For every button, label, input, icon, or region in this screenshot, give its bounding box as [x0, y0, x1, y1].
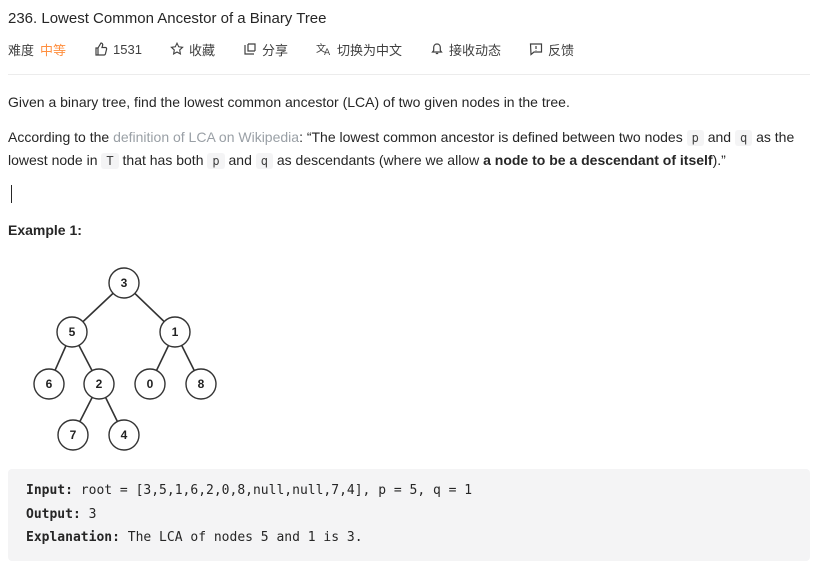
- tree-node: [83, 368, 115, 400]
- tree-node-label: 1: [172, 325, 179, 339]
- bold-phrase: a node to be a descendant of itself: [483, 152, 713, 168]
- output-label: Output:: [26, 507, 81, 522]
- header-divider: [8, 74, 810, 75]
- tree-node-label: 2: [96, 377, 103, 391]
- explanation-line: Explanation: The LCA of nodes 5 and 1 is…: [26, 530, 363, 545]
- share-icon: [244, 43, 256, 55]
- example-code-block: Input: root = [3,5,1,6,2,0,8,null,null,7…: [8, 469, 810, 561]
- text-segment: as the lowest node in: [8, 129, 795, 168]
- like-count: 1531: [113, 41, 142, 57]
- output-value: 3: [80, 507, 97, 522]
- feedback-label: 反馈: [548, 42, 575, 58]
- explanation-label: Explanation:: [26, 530, 120, 545]
- tree-node-label: 4: [121, 428, 128, 442]
- binary-tree-diagram: 3 5 1 6 2 0 8 7 4: [33, 267, 217, 451]
- description-paragraph-1: Given a binary tree, find the lowest com…: [8, 94, 570, 110]
- example-title: Example 1:: [8, 222, 82, 238]
- switch-language-label: 切换为中文: [336, 42, 402, 58]
- inline-code-T: T: [101, 153, 119, 169]
- input-label: Input:: [26, 483, 73, 498]
- like-button[interactable]: 1531: [94, 42, 142, 57]
- tree-node: [185, 368, 217, 400]
- difficulty-badge: 中等: [40, 42, 67, 58]
- problem-meta-bar: 难度 中等 1531 收藏 分享 文 A 切换为中文 接收动态: [8, 40, 602, 58]
- wikipedia-link[interactable]: definition of LCA on Wikipedia: [113, 129, 300, 145]
- explanation-value: The LCA of nodes 5 and 1 is 3.: [119, 530, 363, 545]
- translate-icon: 文 A: [316, 42, 331, 56]
- inline-code-p: p: [686, 130, 704, 146]
- tree-node-label: 0: [147, 377, 154, 391]
- tree-node-label: 6: [46, 377, 53, 391]
- text-segment: : “The lowest common ancestor is defined…: [299, 129, 687, 145]
- thumbs-up-icon: [95, 42, 108, 56]
- text-segment: ).”: [712, 152, 726, 168]
- share-button[interactable]: 分享: [243, 40, 288, 59]
- favorite-label: 收藏: [188, 42, 215, 58]
- tree-node: [108, 419, 140, 451]
- text-segment: as descendants (where we allow: [272, 152, 484, 168]
- inline-code-p: p: [207, 153, 225, 169]
- text-segment: and: [224, 152, 256, 168]
- tree-node-label: 8: [198, 377, 205, 391]
- inline-code-q: q: [734, 130, 753, 146]
- bell-icon: [431, 43, 443, 55]
- description-paragraph-2: According to the definition of LCA on Wi…: [8, 126, 818, 172]
- input-value: root = [3,5,1,6,2,0,8,null,null,7,4], p …: [72, 483, 473, 498]
- text-segment: and: [703, 129, 735, 145]
- feedback-button[interactable]: 反馈: [529, 40, 574, 59]
- tree-node-label: 5: [69, 325, 76, 339]
- tree-node: [57, 419, 89, 451]
- subscribe-label: 接收动态: [449, 42, 502, 58]
- svg-text:A: A: [324, 48, 331, 56]
- problem-title: 236. Lowest Common Ancestor of a Binary …: [8, 10, 327, 27]
- text-segment: According to the: [8, 129, 114, 145]
- output-line: Output: 3: [26, 507, 96, 522]
- input-line: Input: root = [3,5,1,6,2,0,8,null,null,7…: [26, 483, 472, 498]
- tree-node: [56, 316, 88, 348]
- share-label: 分享: [261, 42, 288, 58]
- text-cursor: [11, 185, 12, 203]
- feedback-icon: [529, 43, 543, 56]
- subscribe-button[interactable]: 接收动态: [430, 40, 501, 59]
- inline-code-q: q: [255, 153, 273, 169]
- tree-node-label: 7: [70, 428, 77, 442]
- tree-node: [134, 368, 166, 400]
- difficulty-label: 难度: [8, 42, 35, 58]
- favorite-button[interactable]: 收藏: [170, 40, 215, 59]
- tree-node: [159, 316, 191, 348]
- tree-node-label: 3: [121, 276, 128, 290]
- tree-node: [108, 267, 140, 299]
- star-icon: [170, 42, 184, 55]
- switch-language-button[interactable]: 文 A 切换为中文: [316, 40, 402, 59]
- text-segment: that has both: [118, 152, 208, 168]
- tree-node: [33, 368, 65, 400]
- svg-text:文: 文: [316, 42, 326, 55]
